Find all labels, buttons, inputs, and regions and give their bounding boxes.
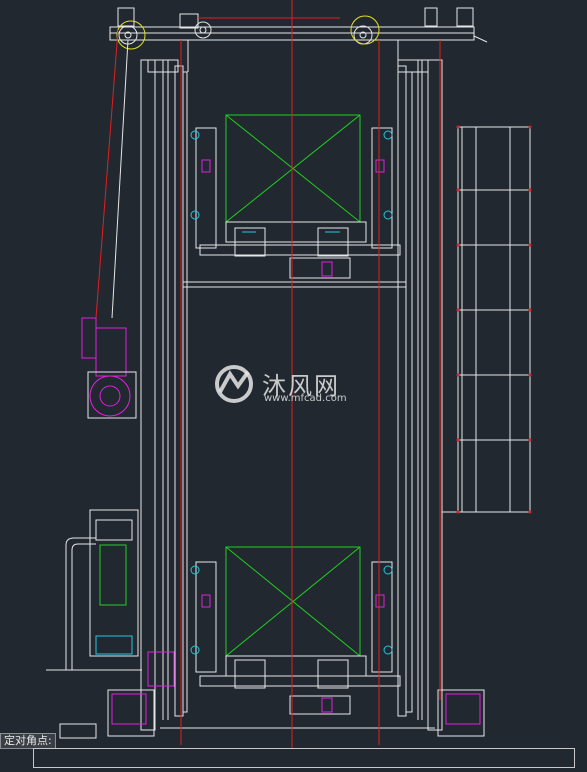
ladder-joints (456, 125, 532, 514)
vertical-columns (140, 40, 443, 731)
watermark-url: www.mfcad.com (264, 393, 347, 404)
centerlines (180, 0, 441, 748)
upper-carriage (190, 114, 401, 279)
access-ladder (442, 126, 531, 513)
command-prompt: 定对角点: (0, 733, 56, 749)
mfcad-logo-icon (215, 365, 253, 403)
lower-carriage (190, 546, 401, 715)
hoist-motor (81, 29, 137, 419)
watermark-name: 沐风网 (262, 372, 340, 400)
command-input[interactable] (33, 748, 575, 768)
control-cabinet (46, 509, 142, 671)
bottom-bases (59, 651, 485, 739)
top-crossbeam (109, 7, 488, 43)
middle-crossbeam (183, 281, 406, 288)
